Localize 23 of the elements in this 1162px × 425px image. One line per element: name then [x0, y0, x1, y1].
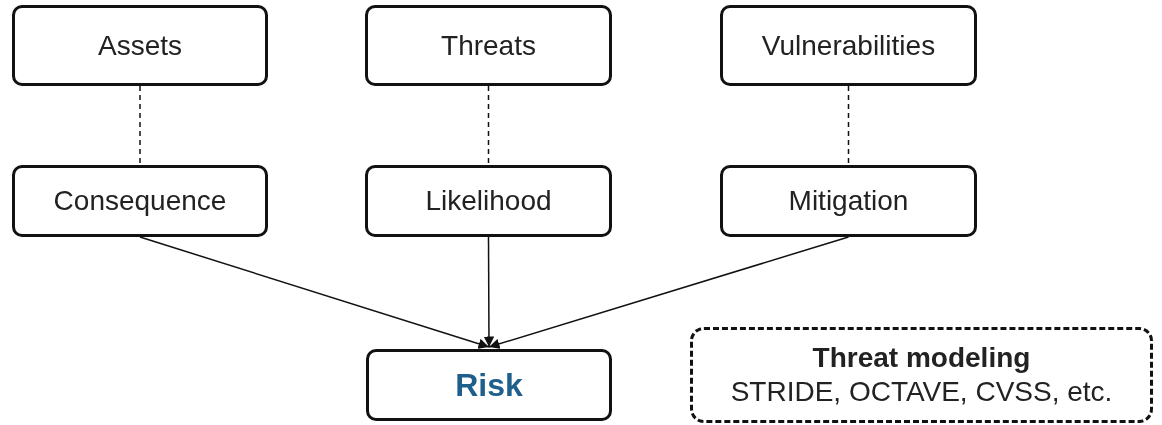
node-label: Assets	[98, 28, 182, 63]
process-box	[720, 5, 977, 86]
node-label: Threats	[441, 28, 536, 63]
connector-line	[847, 85, 850, 164]
node-label: Mitigation	[788, 184, 909, 218]
process-box	[12, 165, 268, 237]
node-label: Consequence	[53, 184, 227, 218]
note-box	[690, 327, 1153, 423]
process-box	[365, 165, 612, 237]
connector-line	[487, 85, 490, 164]
node-label: Vulnerabilities	[761, 28, 936, 63]
process-box	[365, 5, 612, 86]
note-text: STRIDE, OCTAVE, CVSS, etc.	[730, 375, 1113, 409]
result-box	[366, 349, 612, 421]
arrow	[483, 236, 495, 348]
process-box	[12, 5, 268, 86]
process-box	[720, 165, 977, 237]
arrow	[488, 236, 850, 349]
arrow	[139, 236, 490, 349]
node-label: Likelihood	[425, 184, 552, 218]
note-title: Threat modeling	[812, 341, 1031, 375]
connector-line	[139, 85, 141, 164]
node-label: Risk	[455, 365, 523, 405]
